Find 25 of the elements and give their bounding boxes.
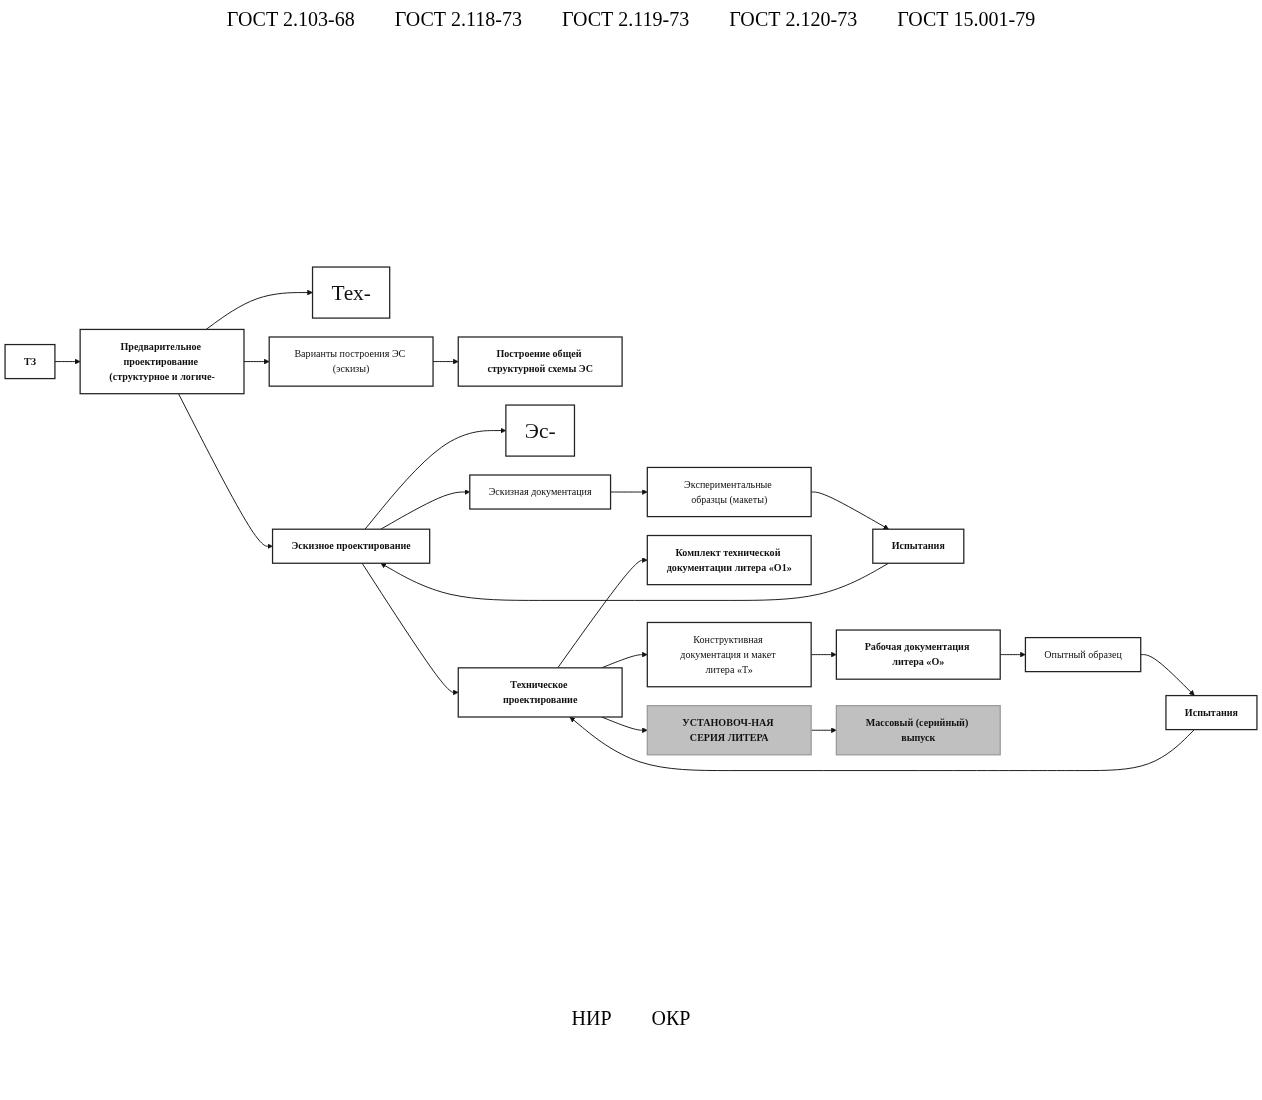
node-box: Опытный образец — [1024, 637, 1142, 673]
node-box: Рабочая документация литера «О» — [835, 629, 1001, 680]
node-box: Построение общей структурной схемы ЭС — [457, 336, 623, 387]
gost-label: ГОСТ 2.120-73 — [729, 8, 858, 31]
node-box: ТЗ — [4, 344, 56, 380]
node-box: Эс- — [505, 404, 576, 457]
node-box: Экспериментальные образцы (макеты) — [646, 467, 812, 518]
gost-label: ГОСТ 15.001-79 — [897, 8, 1036, 31]
node-box: Тех- — [311, 266, 391, 319]
node-box: Техническое проектирование — [457, 667, 623, 718]
stage-label: ОКР — [651, 1007, 691, 1030]
node-box: Эскизное проектирование — [271, 528, 431, 565]
stage-label: НИР — [571, 1007, 612, 1030]
node-box: Массовый (серийный) выпуск — [835, 705, 1001, 756]
gost-label: ГОСТ 2.119-73 — [562, 8, 690, 31]
gost-label: ГОСТ 2.103-68 — [226, 8, 355, 31]
node-box: Комплект технической документации литера «О1» — [646, 535, 812, 586]
node-box: Конструктивная документация и макет литера «Т» — [646, 622, 812, 688]
node-box: Испытания — [872, 528, 965, 565]
node-box: Эскизная документация — [469, 474, 612, 510]
node-box: УСТАНОВОЧ-НАЯ СЕРИЯ ЛИТЕРА — [646, 705, 812, 756]
gost-label: ГОСТ 2.118-73 — [394, 8, 522, 31]
node-box: Варианты построения ЭС (эскизы) — [268, 336, 434, 387]
node-box: Предварительное проектирование (структурное и логиче- — [79, 329, 245, 395]
node-box: Испытания — [1165, 695, 1258, 731]
